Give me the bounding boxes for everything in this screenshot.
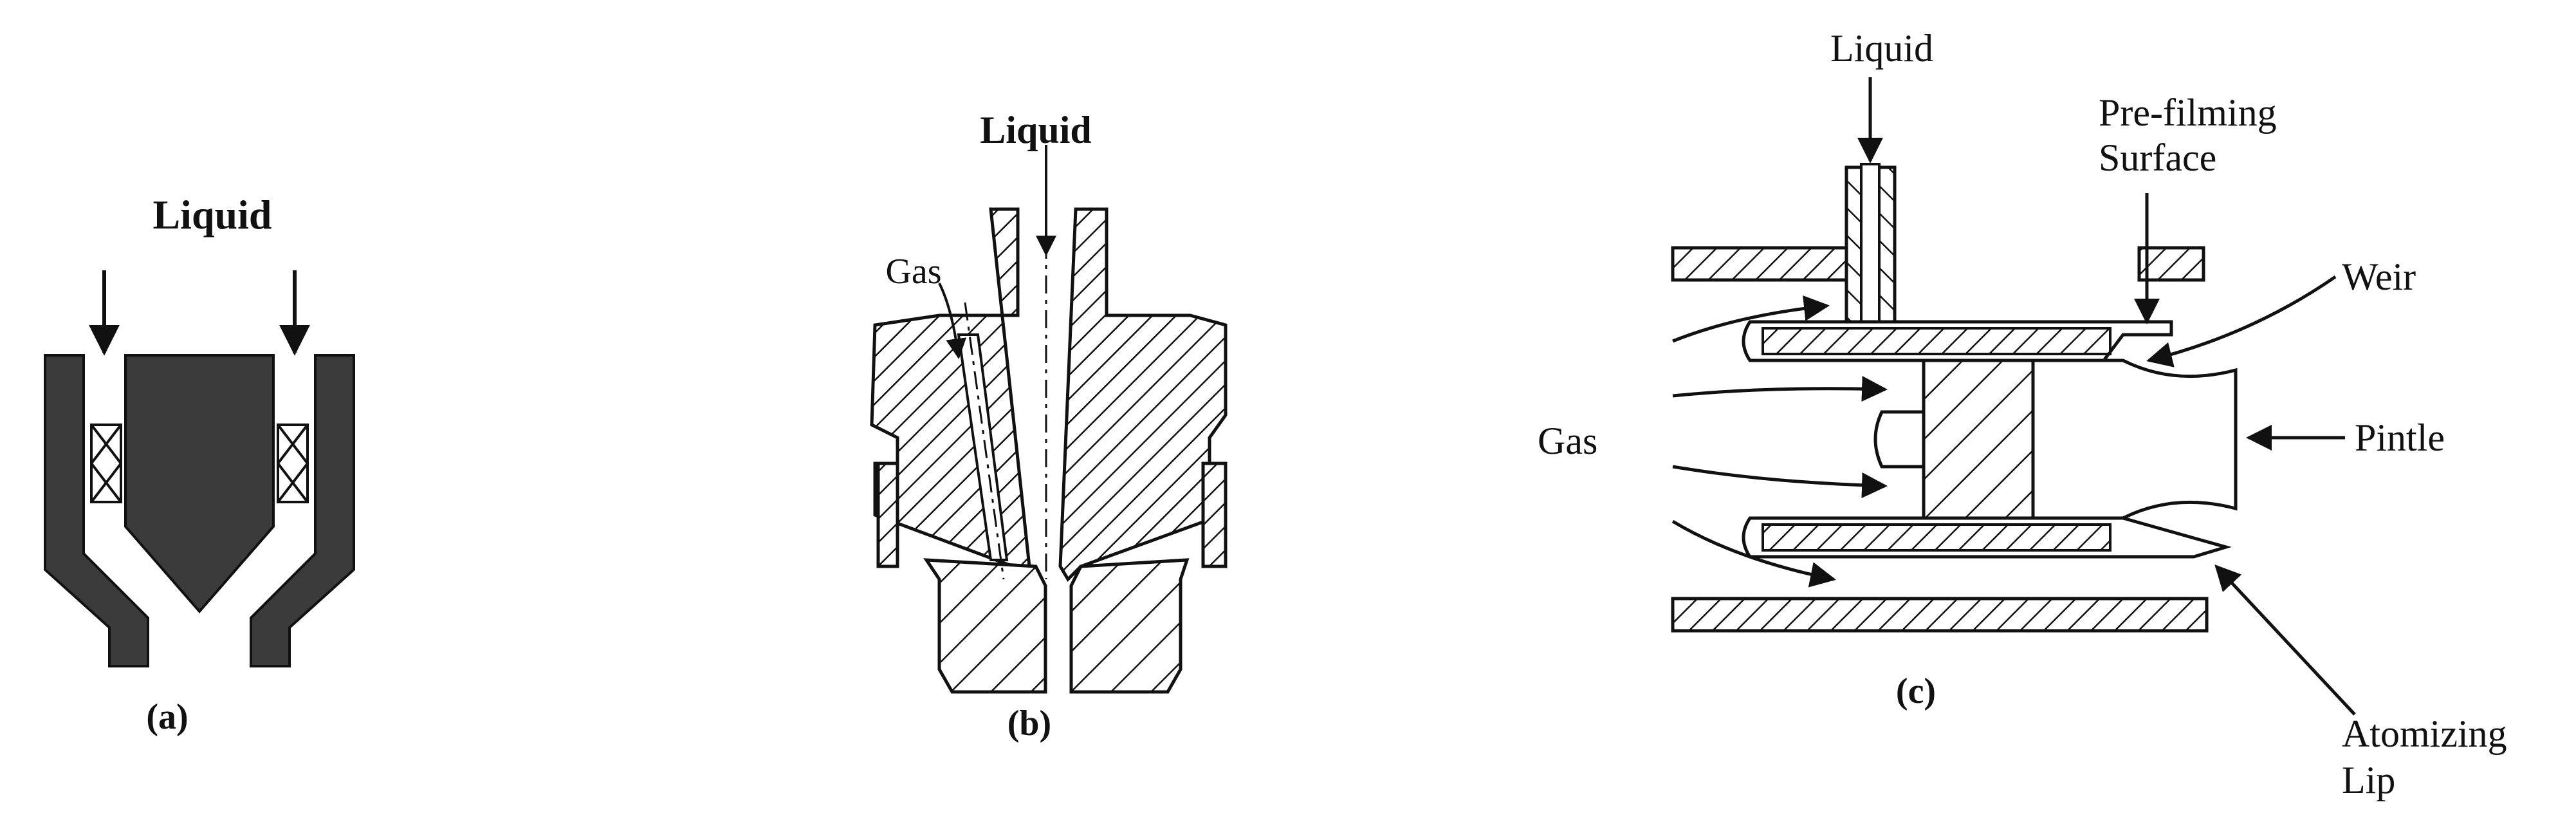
panel-c-atomizing-label-2: Lip <box>2342 759 2395 801</box>
panel-b-liquid-label: Liquid <box>980 109 1091 151</box>
panel-b: Liquid Gas (b) <box>870 109 1228 743</box>
panel-c-upper-ring-hatch <box>1762 327 2111 355</box>
panel-b-lower-cap-left <box>923 558 1047 694</box>
panel-b-caption: (b) <box>1007 703 1051 743</box>
panel-c-liquid-bore <box>1860 163 1881 339</box>
panel-b-right-body <box>1058 207 1228 582</box>
panel-c-prefilming-label-2: Surface <box>2099 136 2216 179</box>
panel-b-lower-cap-right <box>1069 558 1190 694</box>
panel-a-swirler-right <box>277 424 309 503</box>
panel-a: Liquid (a) <box>44 192 355 737</box>
panel-c-caption: (c) <box>1896 671 1936 711</box>
panel-c-weir-label: Weir <box>2342 256 2416 298</box>
panel-c-atomizing-arrow <box>2214 564 2356 716</box>
panel-a-caption: (a) <box>146 697 188 737</box>
panel-b-gas-passage <box>957 333 1009 561</box>
panel-b-gas-label: Gas <box>885 252 941 292</box>
panel-c: Liquid Pre-filming Surface Weir Gas Pint… <box>1538 27 2507 801</box>
panel-c-top-wall-left <box>1671 246 1848 282</box>
panel-c-pintle-label: Pintle <box>2355 416 2445 459</box>
panel-a-right-wall <box>250 354 355 667</box>
panel-c-pintle-nose <box>1873 410 1926 469</box>
panel-c-gas-arrow-4 <box>1671 519 1836 588</box>
panel-c-gas-label: Gas <box>1538 420 1597 462</box>
panel-c-gas-arrow-1 <box>1672 295 1830 343</box>
panel-c-prefilming-label-1: Pre-filming <box>2099 91 2277 134</box>
panel-c-bottom-wall <box>1671 597 2209 633</box>
panel-c-pintle-body <box>1922 359 2035 520</box>
panel-c-top-wall-right <box>2137 246 2205 282</box>
panel-b-left-nut <box>876 461 899 568</box>
panel-c-gas-arrow-3 <box>1672 465 1888 498</box>
panel-c-atomizing-label-1: Atomizing <box>2342 713 2507 755</box>
panel-a-swirler-left <box>90 424 122 503</box>
panel-c-pintle-flare <box>2031 359 2238 520</box>
panel-c-lower-ring-hatch <box>1762 523 2111 552</box>
panel-b-gas-arrow <box>938 283 967 360</box>
panel-c-weir-arrow <box>2146 275 2337 368</box>
panel-b-gas-centerline <box>964 302 1005 580</box>
panel-a-left-wall <box>44 354 149 667</box>
panel-a-liquid-label: Liquid <box>152 192 271 238</box>
panel-c-liquid-label: Liquid <box>1830 27 1933 70</box>
panel-a-central-cone <box>124 354 275 614</box>
panel-b-right-nut <box>1201 461 1228 568</box>
panel-c-gas-arrow-2 <box>1672 376 1888 402</box>
